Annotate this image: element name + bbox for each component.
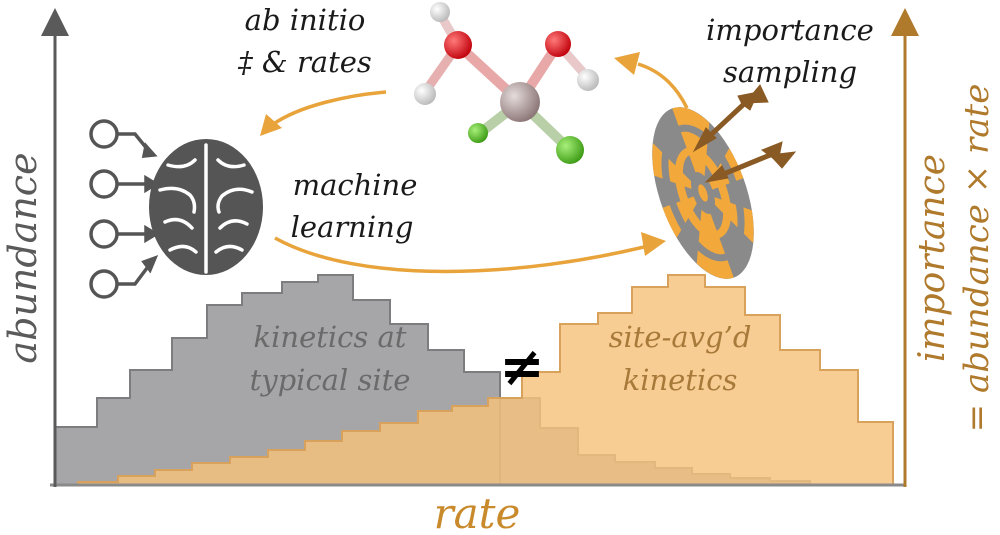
- network-input-icon: [89, 119, 160, 299]
- right-axis-label-importance: importance: [912, 154, 953, 362]
- x-axis-label: rate: [434, 489, 521, 535]
- arrow-ab-initio-to-ml: [270, 90, 387, 127]
- left-axis-arrowhead: [41, 8, 69, 36]
- site-avg-caption-line2: kinetics: [623, 363, 738, 397]
- ab-initio-label-line2: ‡ & rates: [237, 45, 372, 79]
- workflow-arrowheads: [260, 52, 666, 256]
- molecule-icon: [414, 2, 599, 164]
- left-axis-label: abundance: [1, 152, 45, 363]
- machine-learning-label-line2: learning: [291, 210, 414, 244]
- typical-site-caption-line1: kinetics at: [254, 320, 407, 354]
- arrow-ml-to-sampling: [274, 236, 653, 274]
- ab-initio-label-line1: ab initio: [245, 3, 366, 37]
- machine-learning-label-line1: machine: [293, 168, 418, 202]
- typical-site-caption-line2: typical site: [250, 363, 411, 397]
- right-axis-arrowhead: [891, 8, 919, 36]
- dart-icon: [692, 84, 797, 183]
- brain-icon: [149, 139, 263, 275]
- arrow-sampling-to-ab-initio: [637, 62, 689, 109]
- site-averaged-histogram: [77, 274, 894, 486]
- importance-sampling-label-line2: sampling: [723, 55, 857, 89]
- dartboard-icon: [652, 107, 754, 279]
- workflow-arrows: [270, 62, 689, 274]
- site-avg-caption-line1: site-avg’d: [609, 320, 752, 354]
- not-equal-symbol: ≠: [499, 334, 544, 398]
- importance-sampling-label-line1: importance: [706, 13, 874, 47]
- right-axis-label-product: = abundance × rate: [957, 84, 997, 433]
